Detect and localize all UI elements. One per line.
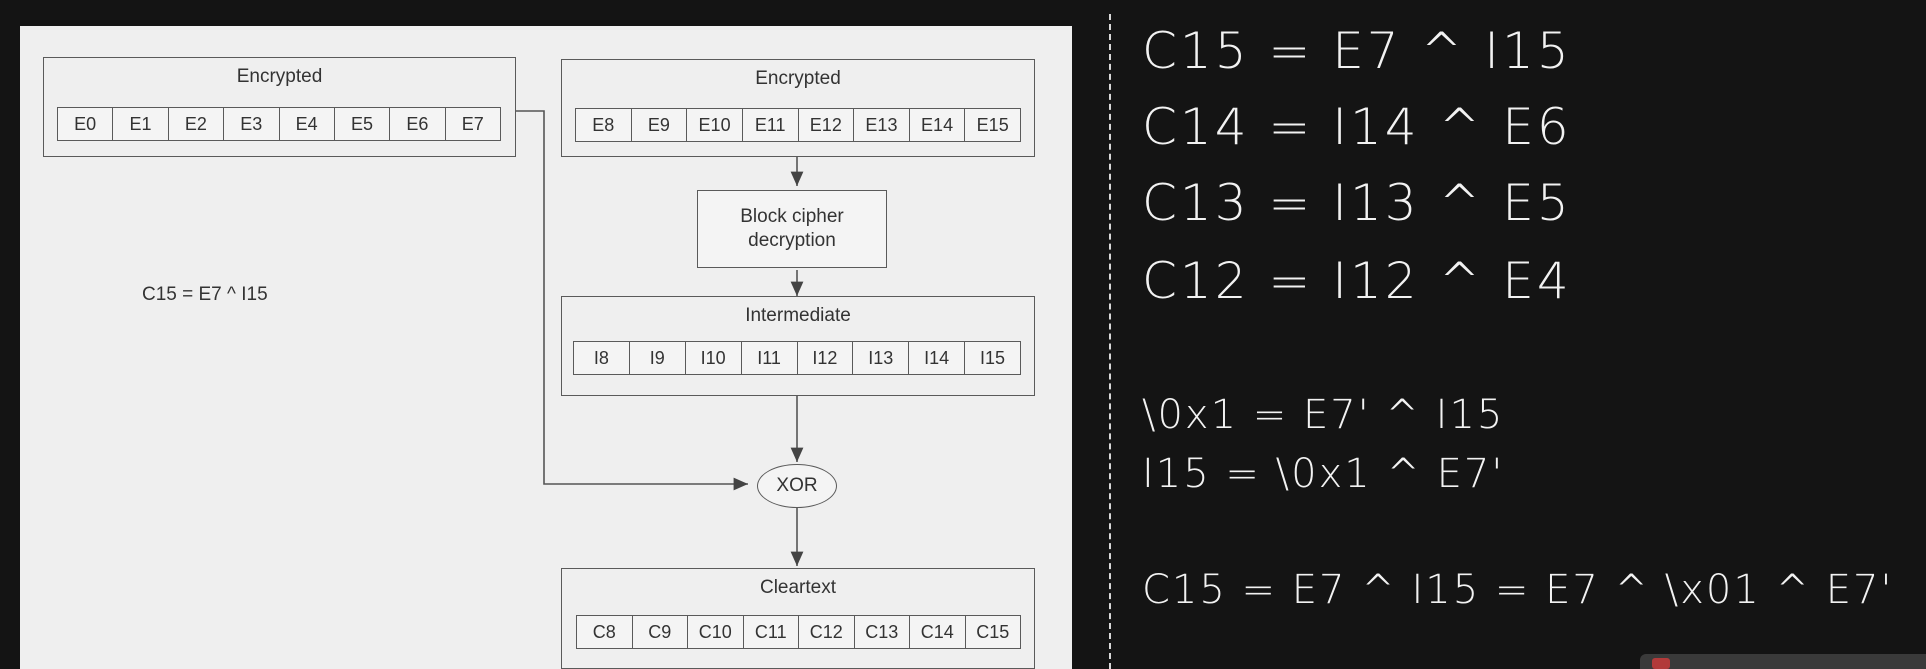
thumbnail-icon bbox=[1652, 658, 1670, 669]
divider-line bbox=[1109, 14, 1111, 669]
cell-c12: C12 bbox=[798, 616, 854, 648]
cell-i13: I13 bbox=[852, 342, 908, 374]
cell-c13: C13 bbox=[853, 616, 910, 648]
left-encrypted-group: Encrypted E0 E1 E2 E3 E4 E5 E6 E7 bbox=[43, 57, 516, 157]
video-thumbnail-strip bbox=[1640, 654, 1926, 669]
cell-e2: E2 bbox=[167, 108, 223, 140]
cell-i8: I8 bbox=[593, 347, 609, 368]
cleartext-group: Cleartext C8 C9 C10 C11 C12 C13 C14 C15 bbox=[561, 568, 1035, 669]
left-encrypted-cells: E0 E1 E2 E3 E4 E5 E6 E7 bbox=[57, 107, 501, 141]
cell-e8: E8 bbox=[592, 114, 615, 135]
block-cipher-decryption-box: Block cipher decryption bbox=[697, 190, 887, 268]
cell-i15: I15 bbox=[964, 342, 1020, 374]
cell-e9: E9 bbox=[630, 109, 687, 141]
cell-e4: E4 bbox=[278, 108, 334, 140]
left-encrypted-title: Encrypted bbox=[236, 66, 323, 87]
cell-e14: E14 bbox=[908, 109, 965, 141]
cleartext-title: Cleartext bbox=[759, 577, 837, 598]
note-line-3: C13 = I13 ^ E5 bbox=[1142, 174, 1572, 232]
intermediate-cells: I8 I9 I10 I11 I12 I13 I14 I15 bbox=[573, 341, 1021, 375]
note-line-4: C12 = I12 ^ E4 bbox=[1142, 252, 1572, 310]
right-encrypted-cells: E8 E9 E10 E11 E12 E13 E14 E15 bbox=[575, 108, 1021, 142]
cell-e10: E10 bbox=[686, 109, 742, 141]
cell-c9: C9 bbox=[631, 616, 688, 648]
cell-i9: I9 bbox=[628, 342, 685, 374]
cell-e15: E15 bbox=[964, 109, 1020, 141]
xor-node: XOR bbox=[757, 464, 837, 508]
cell-c15: C15 bbox=[964, 616, 1021, 648]
cell-e0: E0 bbox=[74, 113, 97, 134]
cell-c8: C8 bbox=[592, 621, 616, 642]
cell-e1: E1 bbox=[112, 108, 167, 140]
cell-e13: E13 bbox=[853, 109, 909, 141]
cell-e3: E3 bbox=[223, 108, 278, 140]
note-final: C15 = E7 ^ I15 = E7 ^ \x01 ^ E7' bbox=[1142, 567, 1894, 613]
cell-i10: I10 bbox=[684, 342, 741, 374]
cell-e11: E11 bbox=[741, 109, 798, 141]
diagram-panel: Encrypted E0 E1 E2 E3 E4 E5 E6 E7 Encryp… bbox=[20, 26, 1072, 669]
cipher-box-line1: Block cipher bbox=[740, 206, 844, 227]
cell-c14: C14 bbox=[909, 616, 965, 648]
note-derivation-2: I15 = \0x1 ^ E7' bbox=[1142, 451, 1505, 497]
cell-c10: C10 bbox=[687, 616, 743, 648]
e7-to-xor-wire bbox=[513, 110, 748, 491]
right-encrypted-title: Encrypted bbox=[755, 68, 841, 89]
note-derivation-1: \0x1 = E7' ^ I15 bbox=[1142, 392, 1505, 438]
panel-formula: C15 = E7 ^ I15 bbox=[142, 284, 268, 305]
cleartext-cells: C8 C9 C10 C11 C12 C13 C14 C15 bbox=[576, 615, 1021, 649]
right-encrypted-group: Encrypted E8 E9 E10 E11 E12 E13 E14 E15 bbox=[561, 59, 1035, 157]
cell-i14: I14 bbox=[908, 342, 964, 374]
cell-i11: I11 bbox=[740, 342, 797, 374]
cell-e12: E12 bbox=[797, 109, 854, 141]
cell-e6: E6 bbox=[389, 108, 444, 140]
cell-c11: C11 bbox=[742, 616, 799, 648]
cell-e5: E5 bbox=[333, 108, 389, 140]
cipher-box-line2: decryption bbox=[748, 230, 836, 251]
cell-e7: E7 bbox=[444, 108, 500, 140]
note-line-2: C14 = I14 ^ E6 bbox=[1142, 98, 1572, 156]
note-line-1: C15 = E7 ^ I15 bbox=[1142, 22, 1572, 80]
intermediate-group: Intermediate I8 I9 I10 I11 I12 I13 I14 I… bbox=[561, 296, 1035, 396]
cell-i12: I12 bbox=[796, 342, 853, 374]
diagram-wires bbox=[513, 110, 804, 566]
intermediate-title: Intermediate bbox=[745, 305, 851, 326]
